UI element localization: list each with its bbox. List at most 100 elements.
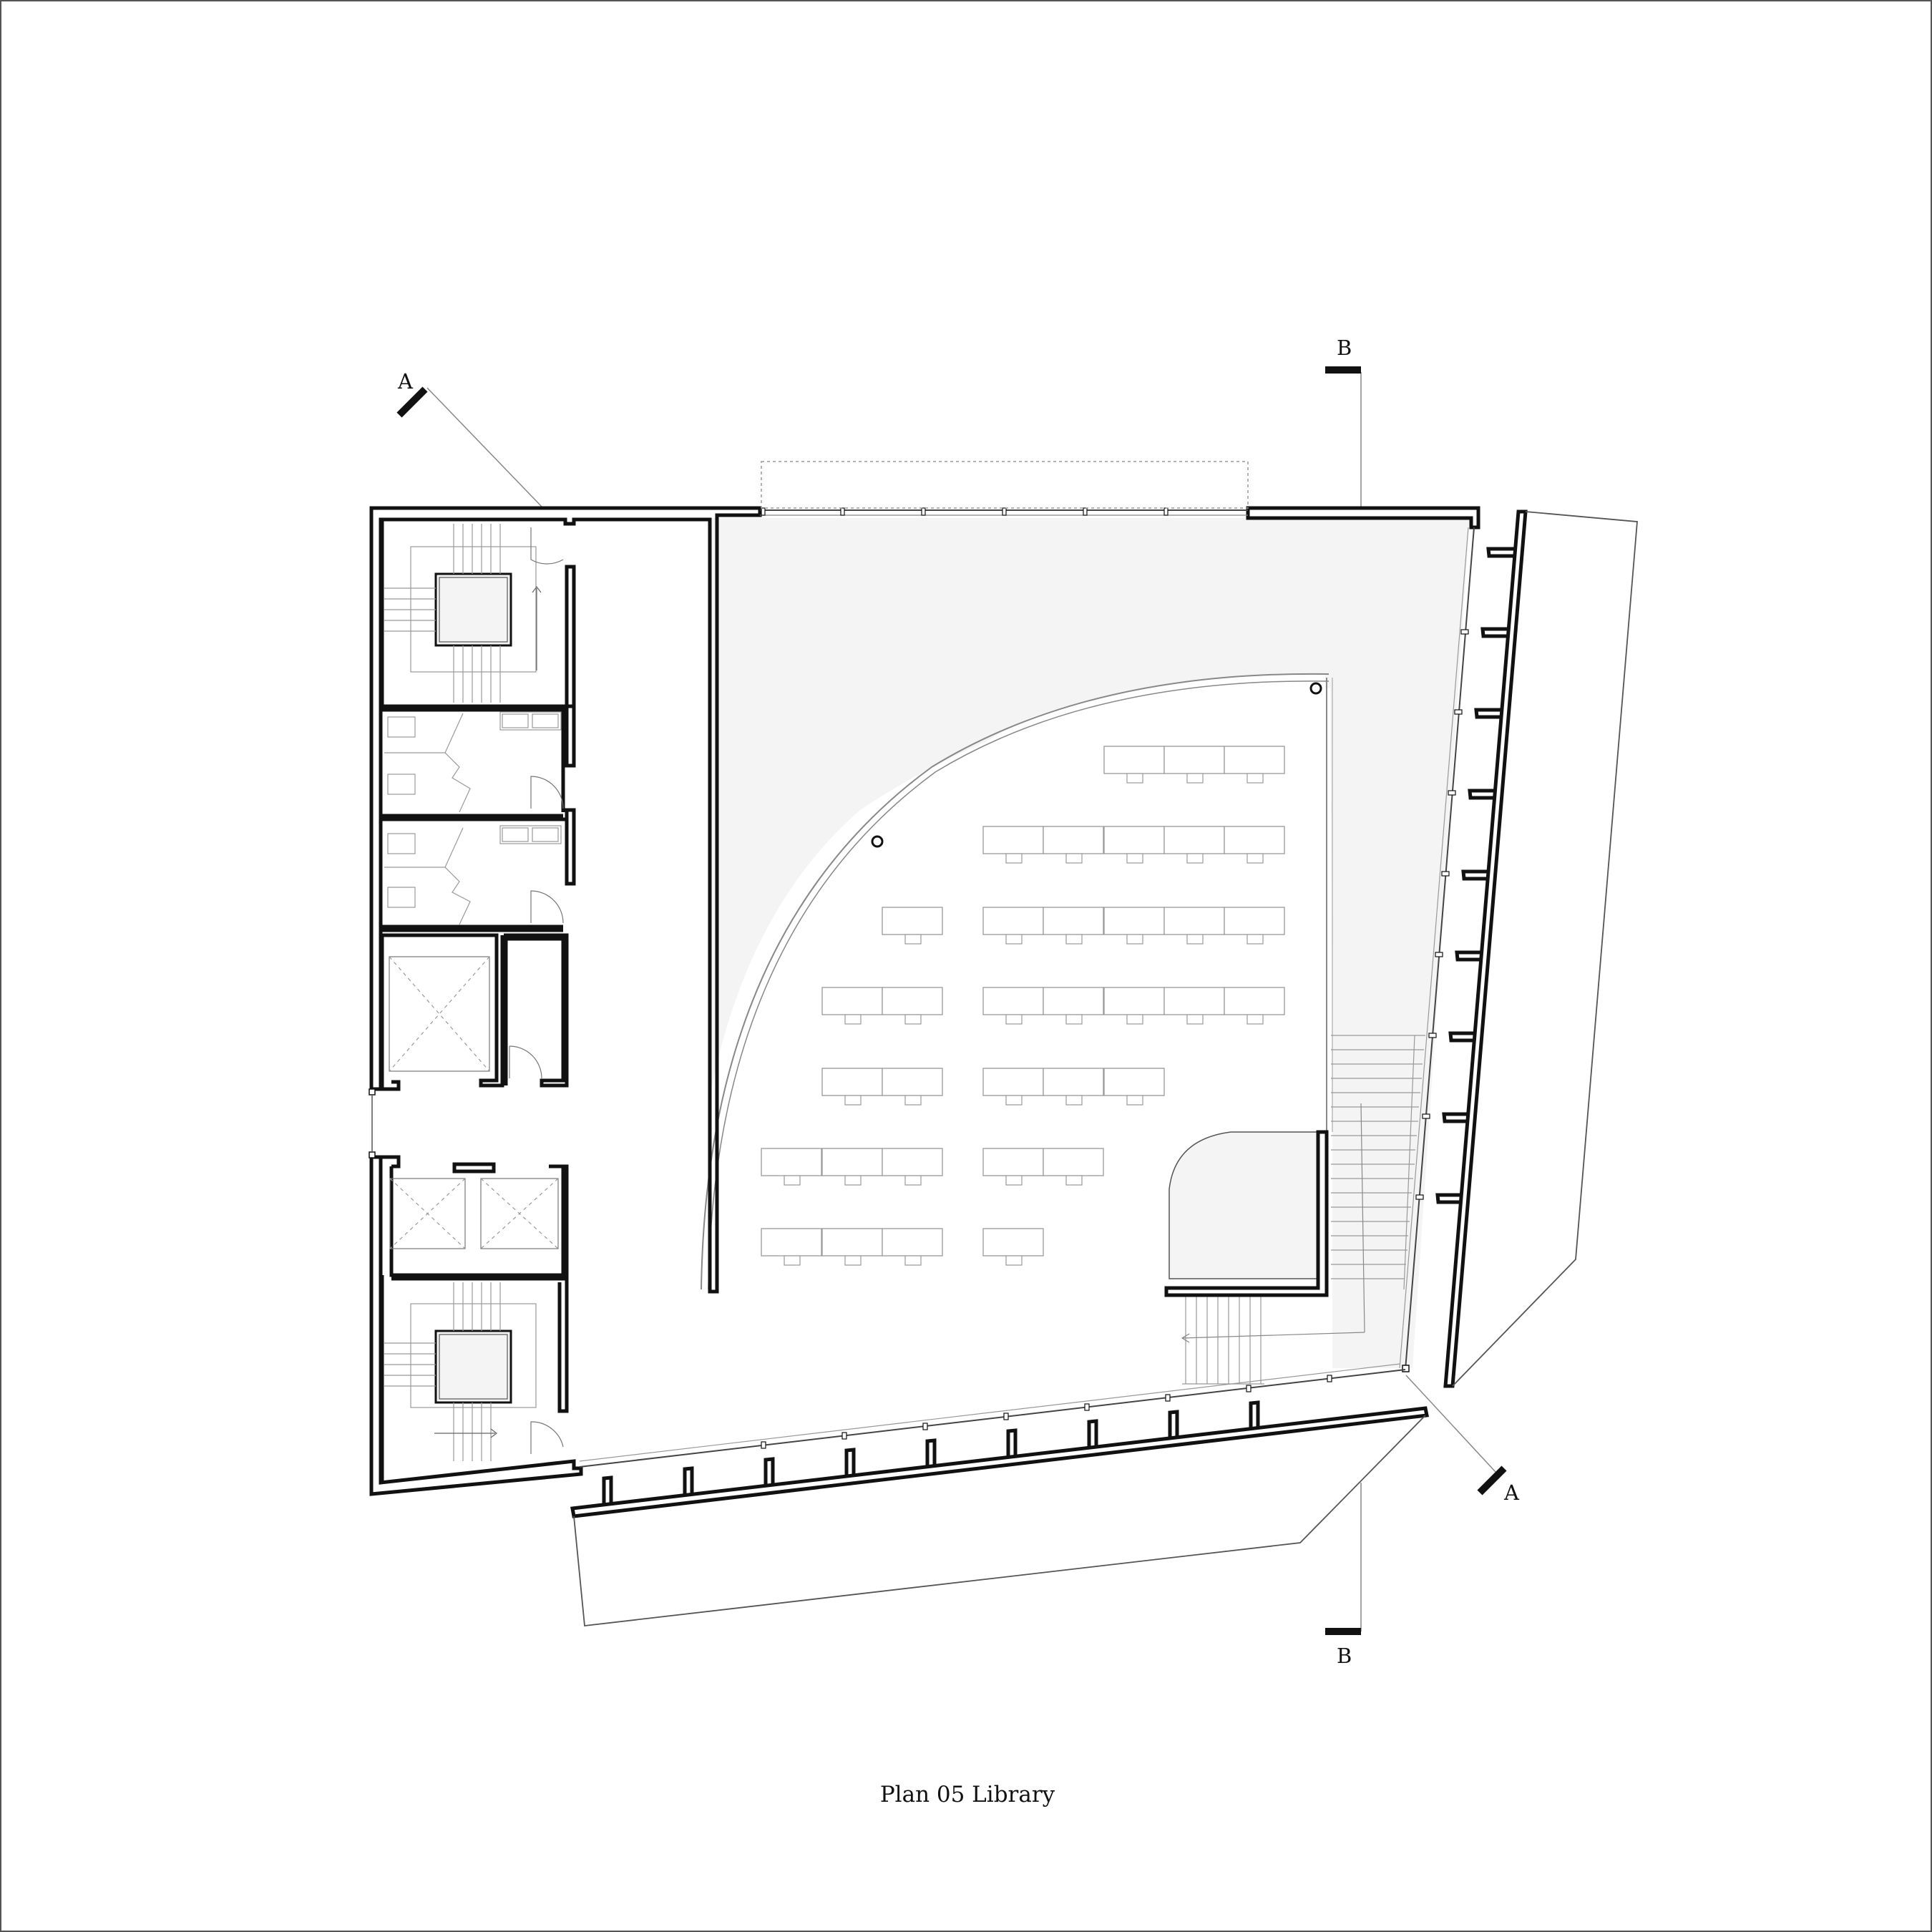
chair: [1005, 853, 1023, 864]
chair: [1246, 934, 1264, 945]
desk: [1043, 1068, 1104, 1096]
chair: [1065, 853, 1083, 864]
reading-room-shaded-floor: [710, 518, 1470, 1368]
chair: [844, 1175, 862, 1186]
book-pod-wall: [1164, 1130, 1329, 1297]
book-pod-shaded: [1169, 1131, 1319, 1279]
south-fin-wall: [570, 1400, 1429, 1518]
section-marker-b-top: B: [1325, 336, 1361, 374]
service-core: [380, 521, 576, 1483]
desk: [882, 1228, 943, 1257]
chair: [1126, 934, 1143, 945]
desk: [761, 1148, 822, 1176]
chair: [1246, 853, 1264, 864]
chair: [784, 1255, 801, 1266]
desk: [1163, 746, 1225, 774]
section-marker-a-bottom: A: [1477, 1465, 1520, 1505]
desk: [1103, 746, 1165, 774]
chair: [1005, 1095, 1023, 1106]
section-label-b-top: B: [1337, 336, 1352, 360]
section-label-b-bottom: B: [1337, 1644, 1352, 1668]
desk: [1163, 826, 1225, 854]
south-terrace-outline: [573, 1415, 1426, 1626]
chair: [1065, 1014, 1083, 1025]
exterior-walls: [369, 506, 1480, 1496]
elevators-2-3: [389, 1178, 559, 1249]
desk: [1103, 1068, 1165, 1096]
chair: [1126, 853, 1143, 864]
desk: [982, 826, 1044, 854]
curved-glass-wall-inner: [708, 680, 1330, 1290]
chair: [1005, 1255, 1023, 1266]
desk: [821, 1068, 883, 1096]
chair: [1065, 934, 1083, 945]
chair: [904, 934, 922, 945]
column: [871, 835, 884, 848]
desk: [1224, 907, 1285, 935]
section-label-a-bottom: A: [1503, 1480, 1520, 1505]
desk: [982, 987, 1044, 1015]
desk: [982, 907, 1044, 935]
elevator-1: [389, 956, 542, 1079]
desk: [761, 1228, 822, 1257]
chair: [1065, 1175, 1083, 1186]
desk: [1224, 987, 1285, 1015]
north-glazing: [760, 507, 1248, 516]
desk: [1163, 987, 1225, 1015]
desk: [1103, 987, 1165, 1015]
desk: [882, 1068, 943, 1096]
chair: [904, 1255, 922, 1266]
plan-caption: Plan 05 Library: [879, 1782, 1055, 1807]
chair: [1186, 1014, 1204, 1025]
chair: [844, 1255, 862, 1266]
chair: [1186, 853, 1204, 864]
desk: [1043, 907, 1104, 935]
chair: [1246, 773, 1264, 784]
chair: [784, 1175, 801, 1186]
desk: [882, 907, 943, 935]
desk: [982, 1068, 1044, 1096]
stair-1: [384, 524, 564, 703]
desk: [821, 1148, 883, 1176]
east-stair: [1181, 1035, 1425, 1385]
restroom-2: [384, 825, 564, 925]
desk: [982, 1228, 1044, 1257]
chair: [1126, 1014, 1143, 1025]
desk: [1043, 987, 1104, 1015]
curved-glass-wall: [701, 673, 1330, 1290]
chair: [844, 1014, 862, 1025]
chair: [1186, 934, 1204, 945]
chair: [1246, 1014, 1264, 1025]
study-desks: [761, 746, 1285, 1266]
section-marker-b-bottom: B: [1325, 1628, 1361, 1668]
chair: [1005, 1175, 1023, 1186]
desk: [1103, 826, 1165, 854]
desk: [882, 1148, 943, 1176]
desk: [882, 987, 943, 1015]
desk: [1224, 746, 1285, 774]
chair: [1005, 1014, 1023, 1025]
desk: [982, 1148, 1044, 1176]
east-terrace-outline: [1452, 511, 1638, 1387]
desk: [1043, 826, 1104, 854]
desk: [821, 1228, 883, 1257]
section-marker-a-top: A: [396, 369, 428, 418]
column: [1309, 682, 1322, 695]
chair: [844, 1095, 862, 1106]
chair: [1186, 773, 1204, 784]
desk: [1163, 907, 1225, 935]
chair: [1126, 773, 1143, 784]
section-label-a-top: A: [397, 369, 414, 394]
stair-2: [384, 1282, 564, 1461]
restroom-1: [384, 711, 564, 813]
desk: [1224, 826, 1285, 854]
section-line-a: [426, 387, 1496, 1473]
canopy-outline: [761, 461, 1249, 509]
chair: [1005, 934, 1023, 945]
chair: [904, 1095, 922, 1106]
chair: [1126, 1095, 1143, 1106]
chair: [904, 1175, 922, 1186]
chair: [1065, 1095, 1083, 1106]
west-window: [369, 1088, 376, 1158]
